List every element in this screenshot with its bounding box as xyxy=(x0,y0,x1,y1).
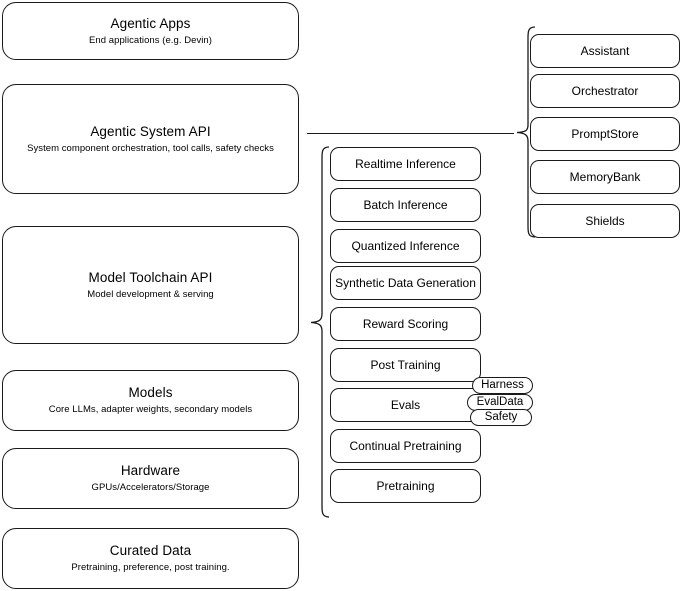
chip-reward-scoring[interactable]: Reward Scoring xyxy=(330,307,481,341)
brace-toolchain xyxy=(306,146,330,518)
chip-continual-pretraining[interactable]: Continual Pretraining xyxy=(330,429,481,463)
chip-label: Synthetic Data Generation xyxy=(335,275,476,290)
node-subtitle: Pretraining, preference, post training. xyxy=(71,562,230,573)
node-models[interactable]: Models Core LLMs, adapter weights, secon… xyxy=(2,370,299,431)
node-subtitle: Model development & serving xyxy=(87,288,214,300)
chip-post-training[interactable]: Post Training xyxy=(330,348,481,382)
tag-label: Harness xyxy=(481,379,524,391)
node-title: Hardware xyxy=(120,463,181,478)
tag-safety[interactable]: Safety xyxy=(470,409,532,426)
chip-label: Pretraining xyxy=(376,478,435,493)
node-subtitle: Core LLMs, adapter weights, secondary mo… xyxy=(48,404,253,415)
chip-label: Quantized Inference xyxy=(351,238,460,253)
tag-harness[interactable]: Harness xyxy=(472,377,533,394)
connector-agentic-system-to-components xyxy=(307,133,514,134)
node-curated-data[interactable]: Curated Data Pretraining, preference, po… xyxy=(2,528,299,589)
node-subtitle: End applications (e.g. Devin) xyxy=(89,34,212,46)
chip-batch-inference[interactable]: Batch Inference xyxy=(330,188,481,222)
chip-label: Shields xyxy=(585,213,625,228)
chip-label: Realtime Inference xyxy=(355,156,456,171)
chip-label: MemoryBank xyxy=(569,169,641,184)
chip-orchestrator[interactable]: Orchestrator xyxy=(530,74,680,108)
chip-promptstore[interactable]: PromptStore xyxy=(530,117,680,151)
chip-quantized-inference[interactable]: Quantized Inference xyxy=(330,229,481,263)
chip-memorybank[interactable]: MemoryBank xyxy=(530,160,680,194)
chip-label: Reward Scoring xyxy=(362,316,449,331)
node-title: Agentic System API xyxy=(90,123,211,139)
node-title: Models xyxy=(128,385,173,400)
chip-pretraining[interactable]: Pretraining xyxy=(330,469,481,503)
node-agentic-system-api[interactable]: Agentic System API System component orch… xyxy=(2,84,299,194)
node-title: Agentic Apps xyxy=(110,15,191,31)
chip-label: Continual Pretraining xyxy=(349,438,462,453)
tag-label: EvalData xyxy=(476,396,524,408)
chip-label: Post Training xyxy=(370,357,441,372)
chip-label: Batch Inference xyxy=(363,197,448,212)
node-title: Model Toolchain API xyxy=(88,269,213,285)
chip-label: PromptStore xyxy=(571,126,639,141)
node-subtitle: GPUs/Accelerators/Storage xyxy=(91,482,210,493)
node-title: Curated Data xyxy=(109,543,192,558)
chip-assistant[interactable]: Assistant xyxy=(530,34,680,68)
chip-label: Assistant xyxy=(580,43,630,58)
chip-evals[interactable]: Evals xyxy=(330,388,481,422)
chip-synthetic-data-generation[interactable]: Synthetic Data Generation xyxy=(330,266,481,300)
node-hardware[interactable]: Hardware GPUs/Accelerators/Storage xyxy=(2,448,299,509)
chip-label: Evals xyxy=(390,397,421,412)
node-subtitle: System component orchestration, tool cal… xyxy=(27,142,274,154)
node-agentic-apps[interactable]: Agentic Apps End applications (e.g. Devi… xyxy=(2,2,299,60)
node-model-toolchain-api[interactable]: Model Toolchain API Model development & … xyxy=(2,226,299,344)
tag-label: Safety xyxy=(484,411,518,423)
chip-label: Orchestrator xyxy=(571,83,639,98)
chip-realtime-inference[interactable]: Realtime Inference xyxy=(330,147,481,181)
tag-evaldata[interactable]: EvalData xyxy=(467,394,533,411)
chip-shields[interactable]: Shields xyxy=(530,204,680,238)
